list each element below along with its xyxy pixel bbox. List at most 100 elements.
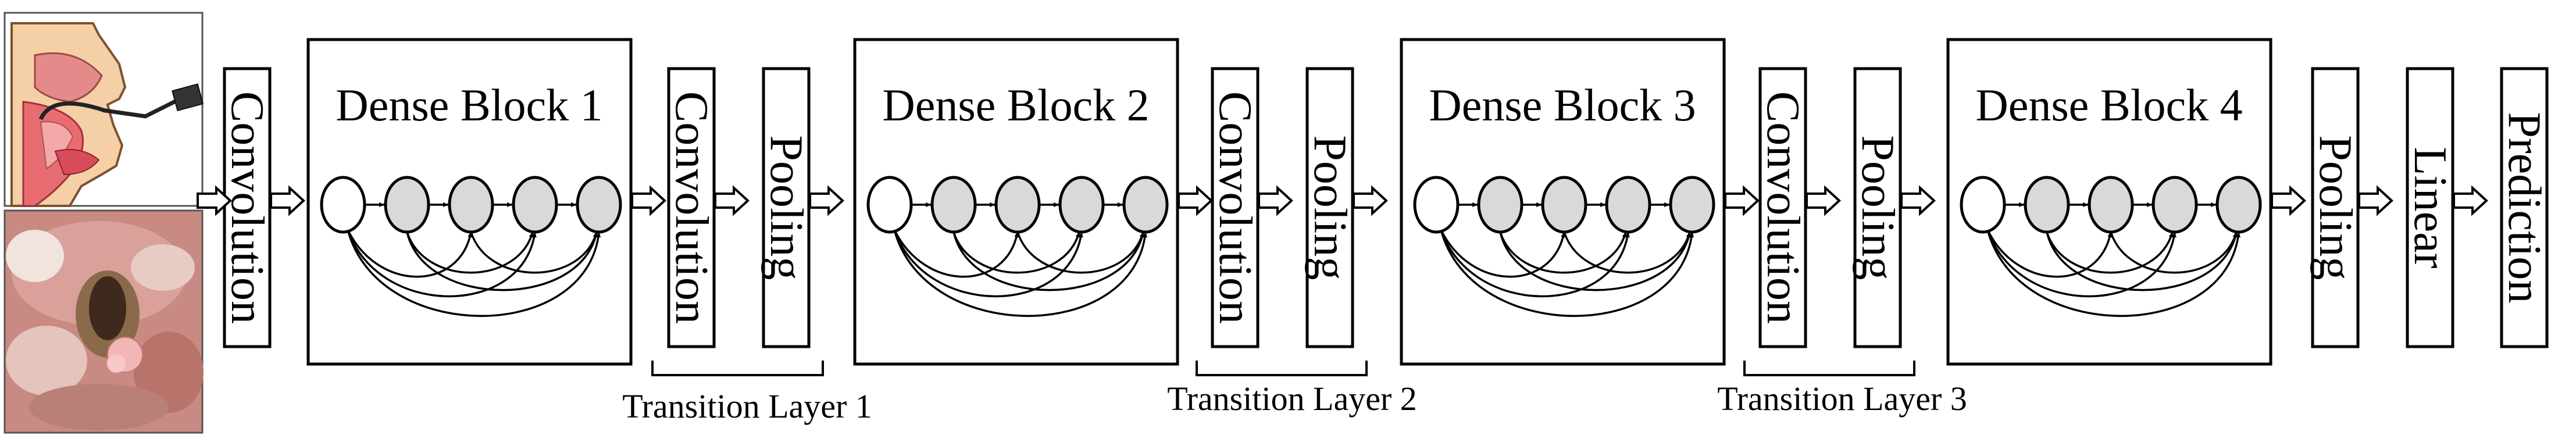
dense-connection: [952, 231, 1080, 274]
feature-map-node: [2152, 176, 2198, 234]
dense-connection: [2046, 231, 2174, 274]
transition-1-pool: Pooling: [761, 67, 812, 348]
flow-arrow: [2271, 185, 2306, 216]
feature-map-node: [576, 176, 622, 234]
stage-conv1: Convolution: [222, 67, 273, 348]
transition-layer-2-label: Transition Layer 2: [1167, 380, 1417, 418]
final-pool: Pooling: [2310, 67, 2361, 348]
dense-connection: [952, 231, 1145, 291]
transition-3-pool: Pooling: [1852, 67, 1903, 348]
transition-3-conv-label: Convolution: [1757, 91, 1808, 324]
dense-connection: [893, 229, 1148, 317]
feature-map-node: [1477, 176, 1524, 234]
flow-arrow: [270, 185, 305, 216]
dense-block-2: Dense Block 2: [853, 38, 1179, 366]
dense-block-3: Dense Block 3: [1400, 38, 1726, 366]
dense-connection: [1499, 231, 1692, 291]
feature-map-node: [448, 176, 494, 234]
dense-connection: [1563, 231, 1691, 274]
dense-connection: [893, 229, 1019, 278]
dense-connection: [1440, 229, 1630, 298]
dense-block-4: Dense Block 4: [1946, 38, 2272, 366]
transition-3-pool-label: Pooling: [1852, 136, 1903, 280]
dense-connection: [1986, 229, 2177, 298]
dense-block-1-title: Dense Block 1: [336, 80, 602, 130]
flow-arrow: [631, 185, 666, 216]
input-images: [3, 12, 204, 434]
dense-connection: [2110, 231, 2238, 274]
transition-layer-1-bracket: Transition Layer 1: [622, 361, 872, 425]
transition-1-pool-label: Pooling: [761, 136, 812, 280]
feature-map-node: [2088, 176, 2134, 234]
linear-layer: Linear: [2404, 67, 2456, 348]
flow-arrow: [1724, 185, 1760, 216]
prediction-output: Prediction: [2499, 67, 2550, 348]
endoscopic-larynx-image: [3, 209, 204, 434]
dense-connection: [347, 229, 601, 317]
feature-map-node: [2024, 176, 2070, 234]
input-feature-node: [866, 176, 913, 234]
dense-connection: [1440, 229, 1566, 278]
flow-arrows: [197, 185, 2488, 216]
prediction-label: Prediction: [2499, 112, 2550, 304]
transition-layer-3-label: Transition Layer 3: [1717, 380, 1967, 418]
transition-2-conv: Convolution: [1209, 67, 1261, 348]
feature-map-node: [1669, 176, 1715, 234]
flow-arrow: [2453, 185, 2488, 216]
dense-block-2-nodes: [866, 176, 1169, 317]
flow-arrow: [809, 185, 844, 216]
dense-connection: [347, 229, 537, 298]
dense-connection: [347, 229, 473, 278]
input-feature-node: [1960, 176, 2006, 234]
feature-map-node: [930, 176, 977, 234]
transition-layer-2-bracket: Transition Layer 2: [1167, 361, 1417, 418]
flow-arrow: [2358, 185, 2393, 216]
flow-arrow: [197, 185, 232, 216]
dense-block-4-nodes: [1960, 176, 2262, 317]
dense-connection: [1986, 229, 2113, 278]
feature-map-node: [1058, 176, 1105, 234]
dense-block-3-nodes: [1413, 176, 1715, 317]
dense-connection: [2046, 231, 2238, 291]
input-feature-node: [320, 176, 366, 234]
flow-arrow: [1258, 185, 1293, 216]
flow-arrow: [1178, 185, 1213, 216]
flow-arrow: [1900, 185, 1936, 216]
conv1-label: Convolution: [222, 91, 273, 324]
dense-block-4-title: Dense Block 4: [1975, 80, 2242, 130]
transition-layer-1-label: Transition Layer 1: [622, 387, 872, 425]
feature-map-node: [2215, 176, 2262, 234]
transition-2-pool-label: Pooling: [1304, 136, 1355, 280]
dense-block-1: Dense Block 1: [306, 38, 633, 366]
transition-2-pool: Pooling: [1304, 67, 1355, 348]
feature-map-node: [512, 176, 558, 234]
flow-arrow: [1806, 185, 1841, 216]
dense-connection: [1016, 231, 1144, 274]
dense-connection: [406, 231, 598, 291]
transition-1-conv: Convolution: [666, 67, 717, 348]
linear-label: Linear: [2404, 147, 2456, 269]
flow-arrow: [714, 185, 750, 216]
transition-3-conv: Convolution: [1757, 67, 1808, 348]
input-feature-node: [1413, 176, 1460, 234]
feature-map-node: [1605, 176, 1651, 234]
laryngoscopy-illustration: [3, 12, 204, 207]
final-pool-label: Pooling: [2310, 136, 2361, 280]
transition-2-conv-label: Convolution: [1209, 91, 1261, 324]
feature-map-node: [994, 176, 1041, 234]
dense-block-3-title: Dense Block 3: [1429, 80, 1696, 130]
dense-connection: [893, 229, 1083, 298]
feature-map-node: [1541, 176, 1587, 234]
dense-block-1-nodes: [320, 176, 622, 317]
feature-map-node: [384, 176, 430, 234]
dense-connection: [1499, 231, 1627, 274]
dense-connection: [470, 231, 598, 274]
dense-connection: [406, 231, 534, 274]
transition-1-conv-label: Convolution: [666, 91, 717, 324]
flow-arrow: [1353, 185, 1388, 216]
dense-connection: [1440, 229, 1694, 317]
dense-block-2-title: Dense Block 2: [882, 80, 1149, 130]
transition-layer-3-bracket: Transition Layer 3: [1717, 361, 1967, 418]
feature-map-node: [1122, 176, 1169, 234]
